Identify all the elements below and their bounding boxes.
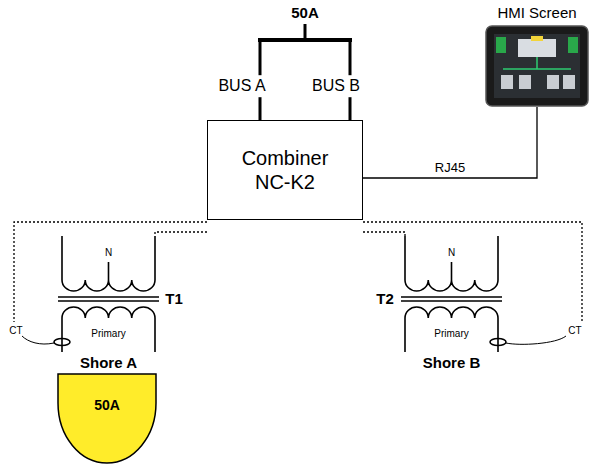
- transformer-t2: [401, 236, 566, 352]
- shore-label: Shore B: [423, 355, 481, 372]
- transformer-label: T1: [165, 291, 183, 308]
- dome-outline: [57, 373, 157, 465]
- ethernet-connector: [363, 107, 537, 178]
- neutral-label: N: [105, 247, 112, 258]
- transformer-t1: [22, 236, 159, 352]
- node-text: Combiner NC-K2: [230, 146, 340, 194]
- ct-sense-wire: [14, 222, 582, 322]
- rating-label: 50A: [291, 5, 319, 22]
- bus-label: BUS B: [309, 75, 363, 97]
- ct-label: CT: [9, 325, 22, 336]
- neutral-label: N: [448, 247, 455, 258]
- bus-feed: [304, 24, 307, 40]
- hmi-screen-image: [485, 25, 589, 107]
- combiner-box: Combiner NC-K2: [207, 120, 363, 220]
- transformer-label: T2: [376, 291, 394, 308]
- winding-label: Primary: [91, 328, 125, 339]
- ct-label: CT: [568, 325, 581, 336]
- node-text: 50A: [57, 397, 157, 413]
- hmi-screen: HMI Screen: [482, 4, 592, 107]
- connector-label: RJ45: [435, 161, 465, 175]
- winding-label: Primary: [434, 328, 468, 339]
- bus-bar: [258, 38, 352, 42]
- node-text: HMI Screen: [482, 4, 592, 21]
- shore-label: Shore A: [80, 355, 137, 372]
- breaker-rating-dome: 50A: [57, 373, 157, 465]
- bus-label: BUS A: [215, 75, 268, 97]
